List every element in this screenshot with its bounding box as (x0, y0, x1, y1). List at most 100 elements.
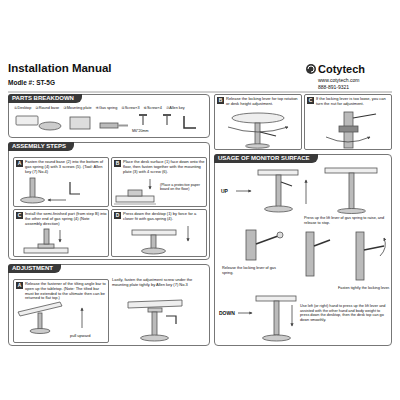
screw-head (163, 114, 171, 116)
screw-shaft (166, 116, 167, 125)
section-heading: ADJUSTMENT (8, 264, 61, 273)
assembly-arrow (60, 230, 61, 242)
note-text: www.cotytech.com (318, 77, 359, 83)
part-name: ④Gas spring (96, 106, 118, 111)
mounting-plate (38, 244, 54, 248)
desktop (325, 168, 377, 173)
step-letter: B (114, 160, 121, 167)
rotation-arrow (228, 127, 288, 132)
section-heading: USAGE OF MONITOR SURFACE (214, 154, 318, 163)
note-text: 888-891-9321 (318, 84, 349, 90)
gas-spring-part (100, 123, 118, 128)
note-text: M6*20mm (132, 129, 148, 133)
part-name: ⑦Allen key (166, 106, 185, 111)
lever-knob (277, 232, 283, 238)
step-letter: A (16, 282, 23, 289)
lower-arrow (292, 305, 293, 326)
step-text: If the locking lever is too loose, you c… (316, 97, 390, 107)
note-text: Modle #: ST-5G (8, 79, 55, 87)
note-text: Lastly, fasten the adjustment screw unde… (112, 278, 206, 288)
gas-spring (38, 313, 42, 330)
desktop (128, 300, 182, 308)
part-name: ②Round base (35, 106, 59, 111)
note-text: Fasten tightly the locking lever. (338, 286, 390, 291)
assembly-arrow (48, 200, 66, 201)
gas-spring-closeup (306, 232, 314, 276)
round-base (265, 206, 293, 212)
assembly-arrow (150, 179, 151, 189)
desktop (132, 230, 176, 235)
step-text: Release the locking lever for top rotati… (226, 97, 300, 107)
gas-spring (30, 178, 35, 198)
step-panel: CIf the locking lever is too loose, you … (304, 94, 392, 150)
pull-arrow (82, 308, 83, 328)
screw-shaft (142, 116, 143, 125)
note-text: UP (221, 188, 228, 194)
round-base (30, 329, 50, 334)
press-arrow (188, 226, 189, 241)
note-text: pull upward (70, 334, 90, 339)
mounting-plate (148, 308, 162, 312)
gas-spring (44, 229, 49, 244)
note-text: Press up the lift lever of gas spring to… (304, 216, 390, 225)
round-base-part (39, 122, 61, 130)
step-text: Place the desk surface (1) face down ont… (123, 160, 205, 174)
screw-head (139, 114, 147, 116)
gas-spring-closeup (246, 230, 256, 260)
gas-spring (274, 301, 279, 335)
round-base (142, 248, 166, 254)
logo-swirl (308, 66, 314, 72)
part-name: ⑥Screw×4 (144, 106, 162, 111)
floor-line (114, 204, 156, 205)
step-panel: BRelease the locking lever for top rotat… (214, 94, 302, 150)
note-text: DOWN (219, 310, 235, 316)
allen-key (166, 316, 176, 324)
desktop (116, 196, 154, 202)
round-base (21, 197, 45, 203)
gas-spring (152, 312, 157, 336)
raise-arrow (306, 180, 307, 204)
step-letter: D (114, 212, 121, 219)
note-text: Release the locking lever of gas spring. (222, 266, 284, 275)
step-panel: ARelease the fastener of the tilting ang… (13, 279, 109, 343)
allen-key-part (184, 116, 196, 128)
section-heading: PARTS BREAKDOWN (8, 94, 82, 103)
desktop (24, 248, 68, 253)
part-name: ①Desktop (14, 106, 31, 111)
header-rule (8, 92, 392, 93)
step-text: Fasten the round base (2) into the botto… (25, 160, 107, 174)
part-name: ⑤Screw×3 (121, 106, 139, 111)
step-text: Install the semi-finished part (from ste… (25, 212, 107, 226)
locking-lever (260, 132, 276, 136)
section-frame: USAGE OF MONITOR SURFACE (214, 154, 392, 346)
note-text: Cotytech (318, 63, 365, 76)
section-frame: ADJUSTMENT ARelease the fastener of the t… (8, 264, 210, 346)
gas-spring (276, 175, 281, 207)
lift-lever (314, 240, 330, 246)
desktop (256, 296, 296, 301)
step-panel: BPlace the desk surface (1) face down on… (111, 157, 207, 207)
desktop (258, 170, 298, 175)
title-text: Installation Manual (8, 62, 112, 76)
desktop (232, 113, 284, 123)
step-panel: DPress down the desktop (1) by force for… (111, 209, 207, 257)
gas-spring (151, 235, 156, 249)
step-letter: A (16, 160, 23, 167)
step-text: Press down the desktop (1) by force for … (123, 212, 205, 222)
lift-lever (281, 182, 292, 186)
allen-key (70, 182, 80, 194)
note-text: Use left (or right) hand to press up the… (300, 304, 388, 322)
step-letter: B (217, 97, 224, 104)
gas-spring-closeup (356, 232, 364, 280)
round-base (263, 335, 291, 341)
round-base (338, 209, 366, 214)
step-text: Release the fastener of the tilting angl… (25, 282, 107, 301)
note-text: (Place a protective paper board on the f… (160, 183, 205, 192)
adjustment-nut (339, 126, 358, 132)
locking-lever (256, 236, 278, 244)
up-arrow (236, 191, 251, 192)
gas-spring-rod (118, 125, 128, 127)
section-frame: ASSEMBLY STEPSAFasten the round base (2)… (8, 142, 210, 260)
